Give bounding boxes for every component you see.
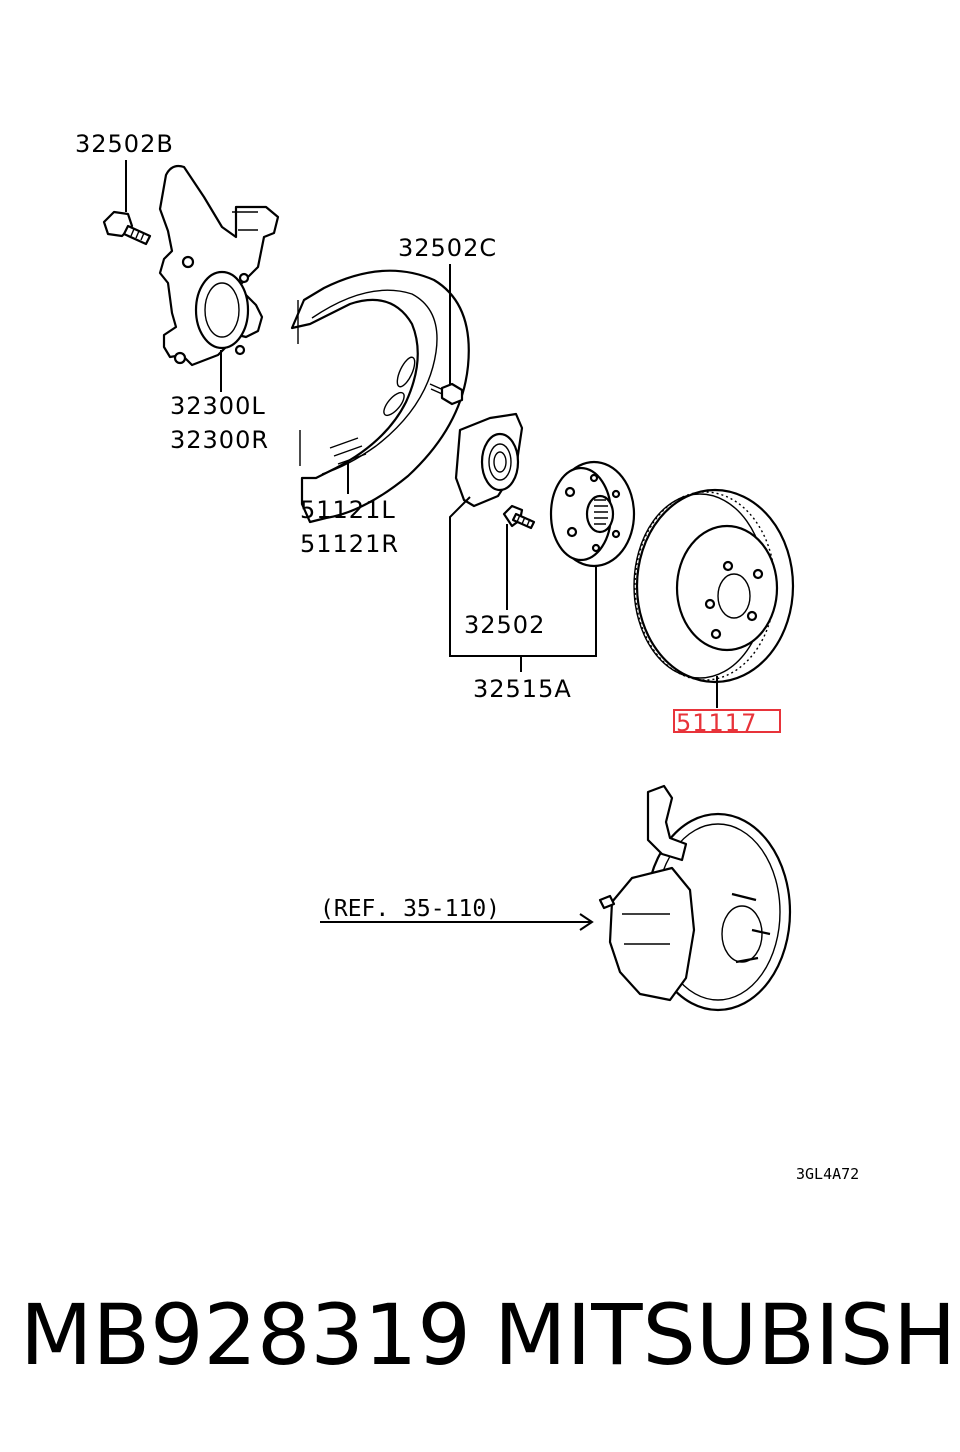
steering-knuckle[interactable] bbox=[158, 164, 280, 367]
rotor-highlight-box[interactable] bbox=[673, 709, 781, 733]
brake-rotor[interactable] bbox=[633, 488, 795, 684]
bolt-32502b[interactable] bbox=[102, 160, 152, 246]
label-51121l: 51121L bbox=[300, 496, 396, 524]
label-51121r: 51121R bbox=[300, 530, 399, 558]
bracket-32515a bbox=[449, 496, 597, 672]
label-32502b: 32502B bbox=[75, 130, 174, 158]
bolt-32502c[interactable] bbox=[429, 264, 464, 406]
label-32502c: 32502C bbox=[398, 234, 497, 262]
footer: MB928319 MITSUBISHI bbox=[0, 1285, 960, 1395]
label-32300r: 32300R bbox=[170, 426, 269, 454]
label-reference: (REF. 35-110) bbox=[320, 896, 500, 922]
part-number: MB928319 bbox=[20, 1286, 471, 1384]
hub-flange[interactable] bbox=[549, 460, 636, 568]
assembled-brake-view[interactable] bbox=[598, 784, 792, 1012]
drawing-code: 3GL4A72 bbox=[796, 1165, 859, 1183]
brand-name: MITSUBISHI bbox=[494, 1286, 960, 1384]
label-32515a: 32515A bbox=[473, 675, 572, 703]
label-32502: 32502 bbox=[464, 611, 545, 639]
dust-cover[interactable] bbox=[290, 269, 470, 524]
hub-bearing[interactable] bbox=[454, 412, 524, 508]
hub-bolt-32502[interactable] bbox=[502, 504, 536, 530]
label-51117: 51117 bbox=[676, 709, 757, 737]
label-32300l: 32300L bbox=[170, 392, 266, 420]
